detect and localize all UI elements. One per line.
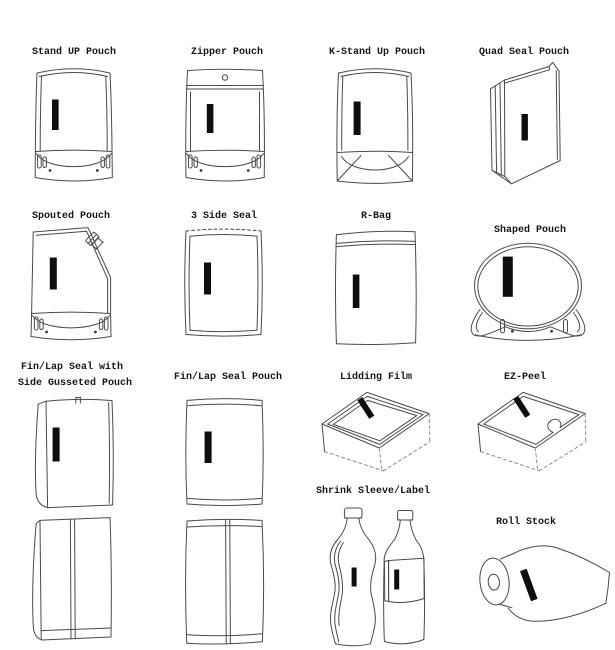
print-area-marker [52, 99, 59, 130]
print-area-marker [352, 274, 360, 308]
print-area-marker [357, 397, 375, 419]
label-k-stand-up-pouch: K-Stand Up Pouch [328, 47, 426, 58]
label-roll-stock: Roll Stock [495, 517, 557, 528]
print-area-marker [351, 567, 357, 587]
contour-bottle [329, 507, 377, 647]
three-side-seal-drawing [184, 228, 263, 337]
label-3-side-seal: 3 Side Seal [190, 211, 258, 222]
print-area-marker [206, 104, 214, 133]
label-shaped-pouch: Shaped Pouch [493, 225, 567, 236]
label-ez-peel: EZ-Peel [503, 372, 547, 383]
spouted-pouch-drawing [30, 227, 112, 341]
label-stand-up-pouch: Stand UP Pouch [31, 47, 117, 58]
r-bag-drawing [335, 230, 417, 345]
k-stand-up-pouch-drawing [336, 68, 414, 184]
ez-peel-drawing [477, 391, 587, 472]
label-fin-lap-seal-pouch: Fin/Lap Seal Pouch [173, 372, 283, 383]
label-r-bag: R-Bag [360, 211, 392, 222]
roll-stock-drawing [479, 545, 610, 622]
hang-hole [221, 74, 229, 81]
label-quad-seal-pouch: Quad Seal Pouch [478, 47, 570, 58]
stand-up-pouch-drawing [34, 68, 113, 182]
roll-core [487, 573, 500, 591]
zipper-pouch-drawing [185, 68, 265, 182]
print-area-marker [49, 257, 57, 290]
shrink-sleeve-bottles-drawing [329, 507, 426, 647]
label-bottle [383, 510, 426, 645]
lidding-film-drawing [321, 391, 431, 472]
spout-cap [85, 231, 104, 251]
label-shrink-sleeve: Shrink Sleeve/Label [315, 486, 431, 497]
fin-lap-seal-pouch-drawing [185, 398, 264, 507]
label-spouted-pouch: Spouted Pouch [31, 211, 111, 222]
print-area-marker [521, 114, 528, 141]
fin-lap-side-gusseted-pouch-back-drawing [32, 517, 112, 641]
label-fin-lap-side-gusseted-line1: Fin/Lap Seal with [20, 362, 124, 373]
label-fin-lap-side-gusseted-line2: Side Gusseted Pouch [17, 378, 133, 389]
shaped-pouch-drawing [470, 242, 586, 341]
print-area-marker [204, 262, 211, 295]
label-zipper-pouch: Zipper Pouch [190, 47, 264, 58]
print-area-marker [520, 568, 538, 602]
label-lidding-film: Lidding Film [339, 372, 413, 383]
print-area-marker [52, 427, 60, 462]
print-area-marker [353, 101, 361, 135]
fin-lap-seal-pouch-back-drawing [185, 518, 265, 645]
print-area-marker [204, 431, 212, 463]
print-area-marker [502, 256, 513, 297]
print-area-marker [513, 396, 531, 418]
print-area-marker [394, 569, 400, 590]
quad-seal-pouch-drawing [490, 61, 561, 185]
fin-lap-side-gusseted-pouch-drawing [34, 396, 114, 509]
